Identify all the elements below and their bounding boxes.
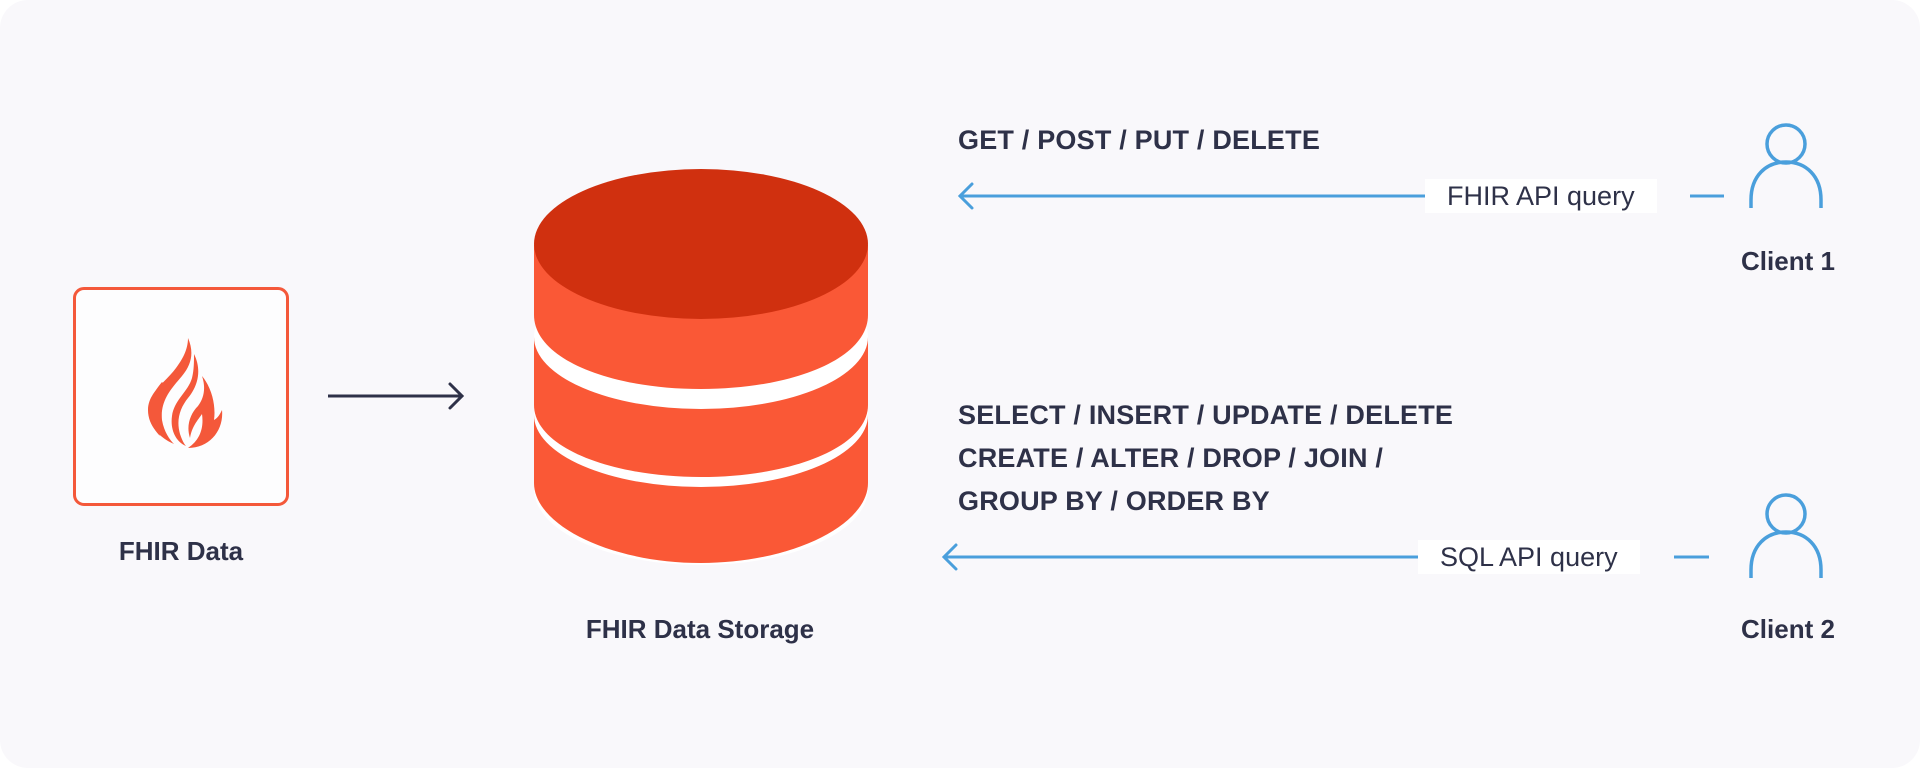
fhir-data-box: [73, 287, 289, 506]
client-1-label: Client 1: [1741, 246, 1835, 276]
fhir-data-label: FHIR Data: [118, 536, 244, 566]
user-icon: [1749, 493, 1823, 578]
sql-api-query-label: SQL API query: [1418, 540, 1640, 574]
fhir-flame-icon: [148, 338, 223, 448]
operation-line: GET / POST / PUT / DELETE: [958, 125, 1321, 155]
fhir-operations: GET / POST / PUT / DELETE: [958, 119, 1320, 162]
client-2-label: Client 2: [1741, 614, 1835, 644]
fhir-api-query-label: FHIR API query: [1425, 179, 1657, 213]
database-icon: [534, 169, 868, 565]
operation-line: GROUP BY / ORDER BY: [958, 486, 1270, 516]
sql-query-arrow: [941, 543, 1709, 571]
sql-operations: SELECT / INSERT / UPDATE / DELETE CREATE…: [958, 394, 1453, 523]
storage-label: FHIR Data Storage: [585, 614, 815, 644]
user-icon: [1749, 123, 1823, 208]
fhir-query-arrow: [957, 182, 1724, 210]
ingest-arrow: [328, 382, 465, 410]
operation-line: CREATE / ALTER / DROP / JOIN /: [958, 443, 1384, 473]
operation-line: SELECT / INSERT / UPDATE / DELETE: [958, 400, 1454, 430]
